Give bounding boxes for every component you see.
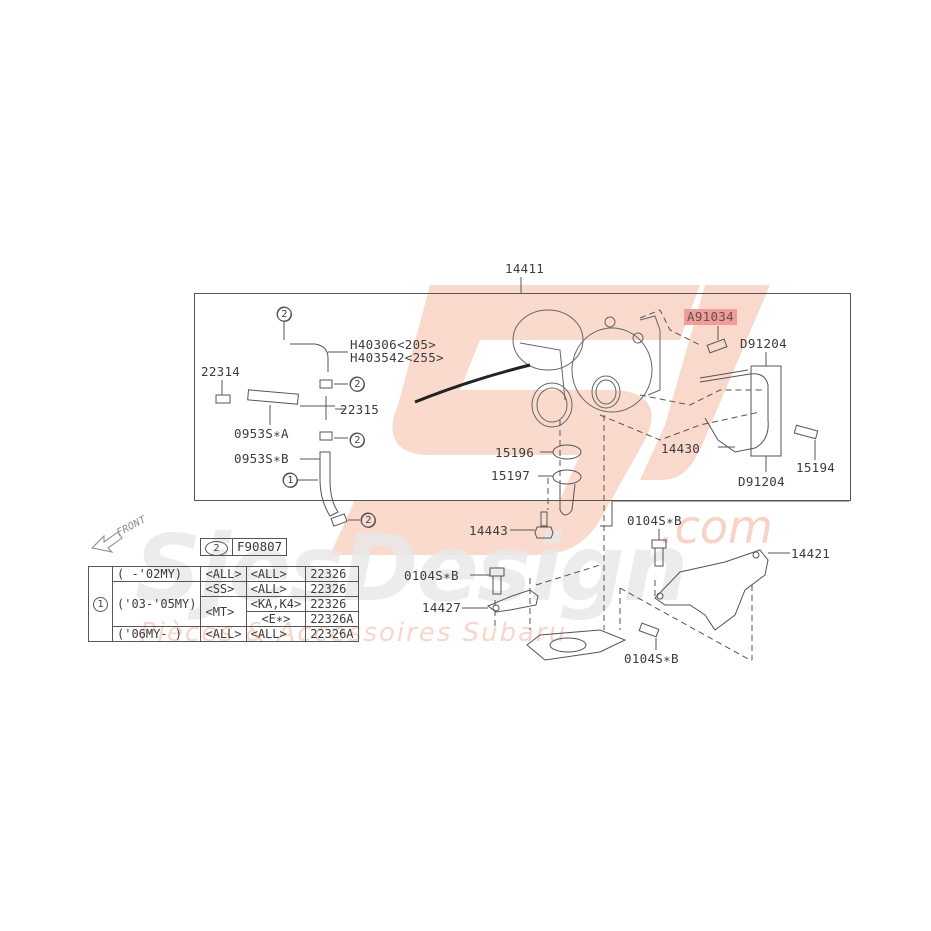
table-cell-market: <KA,K4> xyxy=(245,596,307,612)
callout-2-bottom: 2 xyxy=(361,513,376,528)
part-label-14411[interactable]: 14411 xyxy=(505,261,545,276)
part-label-D91204-top[interactable]: D91204 xyxy=(740,336,787,351)
table-cell-year: ('06MY- ) xyxy=(111,626,202,642)
assembly-frame xyxy=(194,293,851,501)
table-cell-market: <ALL> xyxy=(245,581,307,597)
table-cell-year: ( -'02MY) xyxy=(111,566,202,582)
table-cell-trans: <SS> xyxy=(200,581,247,597)
table-cell-trans: <MT> xyxy=(200,596,247,627)
part-label-0953SB[interactable]: 0953S∗B xyxy=(234,451,289,466)
table-cell-part[interactable]: 22326 xyxy=(305,566,359,582)
part-label-15197[interactable]: 15197 xyxy=(491,468,531,483)
part-label-A91034-highlighted[interactable]: A91034 xyxy=(684,309,737,325)
part-label-15194[interactable]: 15194 xyxy=(796,460,836,475)
table-cell-trans: <ALL> xyxy=(200,566,247,582)
callout-2-mid: 2 xyxy=(350,377,365,392)
part-label-14427[interactable]: 14427 xyxy=(422,600,462,615)
callout-2-top: 2 xyxy=(277,307,292,322)
table-row: ('06MY- ) <ALL> <ALL> 22326A xyxy=(89,626,359,642)
table-cell-market: <ALL> xyxy=(245,626,307,642)
table-row: 1 ( -'02MY) <ALL> <ALL> 22326 xyxy=(88,566,359,642)
part-label-14443[interactable]: 14443 xyxy=(469,523,509,538)
ref-callout: 2 xyxy=(201,539,233,556)
part-label-H40306[interactable]: H40306<205> xyxy=(350,337,437,352)
part-label-14421[interactable]: 14421 xyxy=(791,546,831,561)
part-label-22315[interactable]: 22315 xyxy=(340,402,380,417)
part-label-H403542[interactable]: H403542<255> xyxy=(350,350,444,365)
table-row: ('03-'05MY) <SS> <ALL> 22326 xyxy=(89,581,359,627)
table-cell-trans: <ALL> xyxy=(200,626,247,642)
applicability-table: 1 ( -'02MY) <ALL> <ALL> 22326 ('03-'05MY… xyxy=(88,566,359,642)
clamp-reference-box: 2 F90807 xyxy=(200,538,288,556)
callout-1-hose: 1 xyxy=(283,473,298,488)
part-label-0953SA[interactable]: 0953S∗A xyxy=(234,426,289,441)
table-row: <E∗> 22326A xyxy=(89,611,359,627)
part-label-0104SB-bottom[interactable]: 0104S∗B xyxy=(624,651,679,666)
part-label-22314[interactable]: 22314 xyxy=(201,364,241,379)
part-label-14430[interactable]: 14430 xyxy=(661,441,701,456)
table-cell-part[interactable]: 22326A xyxy=(305,626,359,642)
part-label-0104SB-top[interactable]: 0104S∗B xyxy=(627,513,682,528)
table-cell-year: ('03-'05MY) xyxy=(111,581,202,627)
table-cell-part[interactable]: 22326A xyxy=(305,611,359,627)
callout-2-lower: 2 xyxy=(350,433,365,448)
table-cell-part[interactable]: 22326 xyxy=(305,596,359,612)
table-cell-market: <E∗> xyxy=(245,611,307,627)
table-row: <MT> <KA,K4> 22326 xyxy=(89,596,359,627)
part-label-0104SB-left[interactable]: 0104S∗B xyxy=(404,568,459,583)
table-callout: 1 xyxy=(88,566,113,642)
ref-part-number[interactable]: F90807 xyxy=(237,539,283,554)
part-label-15196[interactable]: 15196 xyxy=(495,445,535,460)
part-label-D91204-bottom[interactable]: D91204 xyxy=(738,474,785,489)
table-cell-part[interactable]: 22326 xyxy=(305,581,359,597)
table-cell-market: <ALL> xyxy=(245,566,307,582)
